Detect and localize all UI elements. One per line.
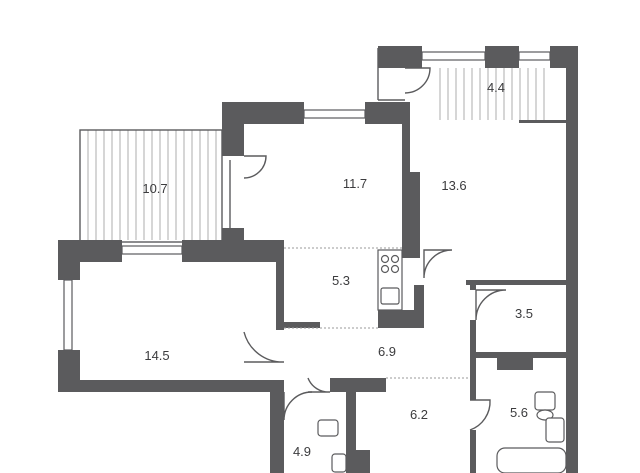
area-labels: 10.7 11.7 13.6 4.4 5.3 3.5 14.5 6.9 6.2 …: [142, 80, 533, 459]
room-area-label: 10.7: [142, 181, 167, 196]
room-area-label: 6.9: [378, 344, 396, 359]
stove-burner-icon: [390, 254, 400, 264]
room-area-label: 11.7: [343, 176, 367, 191]
sink-icon: [545, 417, 565, 443]
windows: [63, 51, 551, 351]
toilet-icon: [331, 453, 347, 473]
doors: [229, 67, 507, 431]
toilet-icon: [534, 391, 556, 411]
room-area-label: 14.5: [144, 348, 169, 363]
sink-icon: [317, 419, 339, 437]
room-area-label: 5.6: [510, 405, 528, 420]
kitchen-fixtures: [377, 249, 403, 311]
sink-icon: [380, 287, 400, 305]
room-area-label: 3.5: [515, 306, 533, 321]
room-area-label: 6.2: [410, 407, 428, 422]
zone-boundaries: [284, 247, 470, 379]
stove-burner-icon: [380, 254, 390, 264]
room-area-label: 5.3: [332, 273, 350, 288]
bathroom-fixtures: [317, 391, 567, 473]
room-area-label: 13.6: [441, 178, 466, 193]
bathtub-icon: [496, 447, 567, 473]
walls: [58, 46, 578, 473]
room-area-label: 4.9: [293, 444, 311, 459]
room-area-label: 4.4: [487, 80, 505, 95]
stove-burner-icon: [380, 264, 390, 274]
balcony-left-hatch: [79, 129, 223, 243]
stove-burner-icon: [390, 264, 400, 274]
